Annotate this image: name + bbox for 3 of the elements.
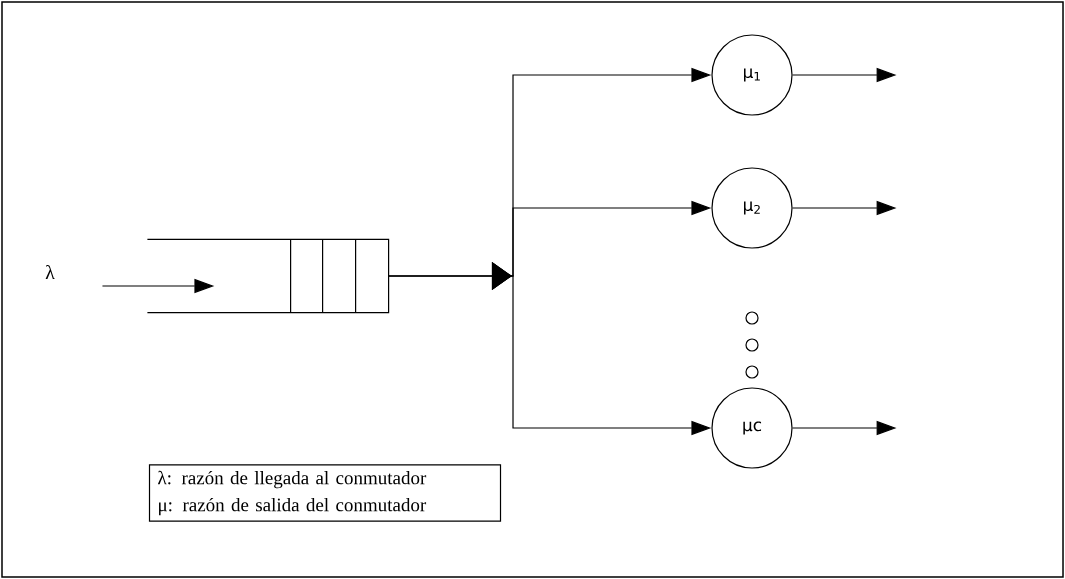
legend-box: λ: razón de llegada al conmutador μ: razón de salida del conmutador <box>148 464 502 522</box>
rate-label: λ <box>45 264 55 280</box>
queue-drawing <box>146 238 390 314</box>
